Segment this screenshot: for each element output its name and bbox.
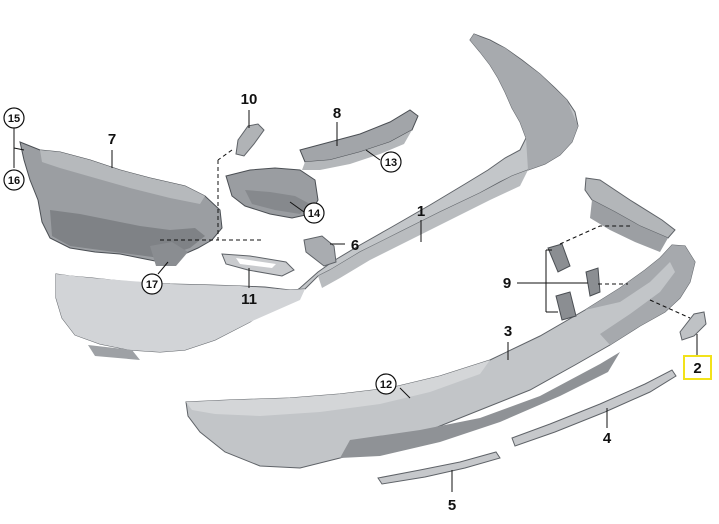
callout-4: 4 xyxy=(603,430,612,447)
trim-strip-5 xyxy=(377,451,501,485)
callout-14: 14 xyxy=(308,208,321,220)
callout-17-marker: 17 xyxy=(141,273,163,295)
callout-labels: 1 3 4 5 6 7 8 9 10 11 xyxy=(108,91,612,514)
reflector-frame-11 xyxy=(221,253,295,277)
callout-10: 10 xyxy=(241,91,258,108)
reflector-6 xyxy=(303,235,337,267)
callout-1: 1 xyxy=(417,203,425,220)
callout-12: 12 xyxy=(380,379,392,391)
bumper-carrier-bracket-7 xyxy=(19,141,223,266)
mounting-clips-9 xyxy=(547,243,601,321)
clip-10 xyxy=(235,123,265,157)
trim-strip-4 xyxy=(511,369,677,447)
side-bracket-8 xyxy=(299,109,419,170)
callout-5: 5 xyxy=(448,497,456,514)
leader-lines xyxy=(13,110,698,492)
callout-16-marker: 16 xyxy=(3,169,25,191)
callout-16: 16 xyxy=(8,175,20,187)
callout-8: 8 xyxy=(333,105,341,122)
callout-11: 11 xyxy=(241,291,257,308)
callout-17: 17 xyxy=(146,279,158,291)
callout-15-marker: 15 xyxy=(3,107,25,129)
bumper-cover-upper xyxy=(55,33,579,360)
callout-7: 7 xyxy=(108,131,116,148)
bumper-lower-trim xyxy=(185,177,696,469)
cover-cap-2 xyxy=(679,311,707,341)
callout-3: 3 xyxy=(504,323,512,340)
callout-13-marker: 13 xyxy=(380,151,402,173)
callout-15: 15 xyxy=(8,113,20,125)
callout-12-marker: 12 xyxy=(375,373,397,395)
callout-2-highlight: 2 xyxy=(683,355,712,380)
callout-14-marker: 14 xyxy=(303,202,325,224)
callout-13: 13 xyxy=(385,157,397,169)
callout-2: 2 xyxy=(693,360,701,377)
callout-9: 9 xyxy=(503,275,511,292)
callout-6: 6 xyxy=(351,237,359,254)
circled-callouts: 12 13 14 15 16 17 xyxy=(3,107,402,395)
